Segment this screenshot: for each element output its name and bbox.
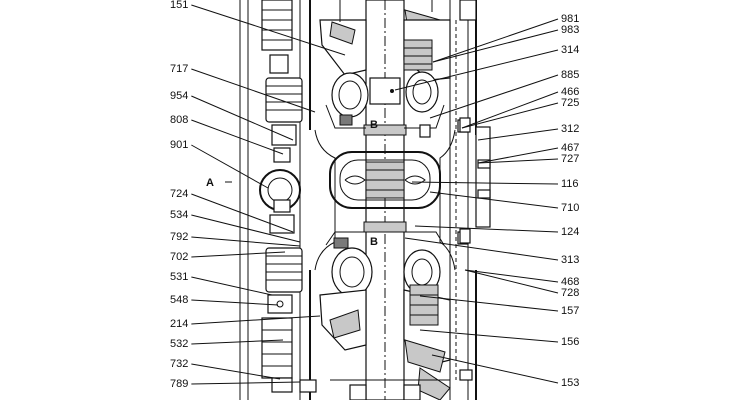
callout-466: 466 (561, 86, 579, 98)
leader-548 (191, 299, 279, 306)
right-port-hardware (330, 117, 491, 400)
callout-548: 548 (170, 294, 188, 306)
callout-717: 717 (170, 63, 188, 75)
callout-702: 702 (170, 251, 188, 263)
callout-467: 467 (561, 142, 579, 154)
leader-717 (191, 68, 316, 113)
leader-467 (477, 147, 559, 164)
leader-468 (464, 269, 559, 283)
callout-534: 534 (170, 209, 188, 221)
view-marker-a: A (206, 177, 214, 189)
leader-983 (432, 29, 559, 63)
leader-466 (461, 91, 559, 129)
callout-116: 116 (561, 178, 579, 190)
leader-124 (414, 225, 559, 233)
leader-156 (419, 329, 559, 343)
leader-727 (477, 158, 559, 164)
callout-156: 156 (561, 336, 579, 348)
callout-727: 727 (561, 153, 579, 165)
callout-808: 808 (170, 114, 188, 126)
leader-312 (477, 128, 559, 141)
leader-313 (404, 237, 559, 261)
callout-792: 792 (170, 231, 188, 243)
callout-532: 532 (170, 338, 188, 350)
center-coupling (329, 151, 441, 209)
callout-312: 312 (561, 123, 579, 135)
leader-531 (191, 276, 273, 296)
left-port-hardware (225, 0, 317, 393)
callout-789: 789 (170, 378, 188, 390)
leader-954 (191, 95, 294, 141)
leader-792 (191, 236, 301, 247)
callout-214: 214 (170, 318, 188, 330)
leader-724 (191, 193, 294, 233)
section-mark-lower: B (370, 236, 378, 248)
upper-bearing-assembly (319, 0, 451, 138)
callout-151: 151 (170, 0, 188, 11)
callout-531: 531 (170, 271, 188, 283)
leader-725 (461, 102, 559, 129)
leader-710 (429, 191, 559, 209)
leader-lines (191, 4, 559, 385)
leader-151 (191, 4, 346, 56)
callout-710: 710 (561, 202, 579, 214)
section-mark-upper: B (370, 119, 378, 131)
leader-789 (191, 381, 301, 385)
callout-901: 901 (170, 139, 188, 151)
leader-885 (429, 74, 559, 119)
leader-702 (191, 251, 286, 258)
callout-954: 954 (170, 90, 188, 102)
callout-153: 153 (561, 377, 579, 389)
callout-983: 983 (561, 24, 579, 36)
callout-314: 314 (561, 44, 579, 56)
leader-808 (191, 119, 284, 155)
leader-534 (191, 214, 301, 243)
callout-124: 124 (561, 226, 579, 238)
callout-468: 468 (561, 276, 579, 288)
leader-157 (419, 295, 559, 312)
leader-314 (394, 49, 559, 91)
leader-532 (191, 339, 284, 345)
leader-981 (432, 18, 559, 63)
leader-728 (464, 269, 559, 294)
callout-724: 724 (170, 188, 188, 200)
callout-885: 885 (561, 69, 579, 81)
callout-313: 313 (561, 254, 579, 266)
leader-214 (191, 315, 321, 325)
callout-732: 732 (170, 358, 188, 370)
callout-728: 728 (561, 287, 579, 299)
leader-116 (411, 181, 559, 185)
callout-157: 157 (561, 305, 579, 317)
leader-901 (191, 144, 269, 189)
leader-153 (431, 354, 559, 384)
callout-981: 981 (561, 13, 579, 25)
callout-725: 725 (561, 97, 579, 109)
leader-732 (191, 363, 281, 380)
